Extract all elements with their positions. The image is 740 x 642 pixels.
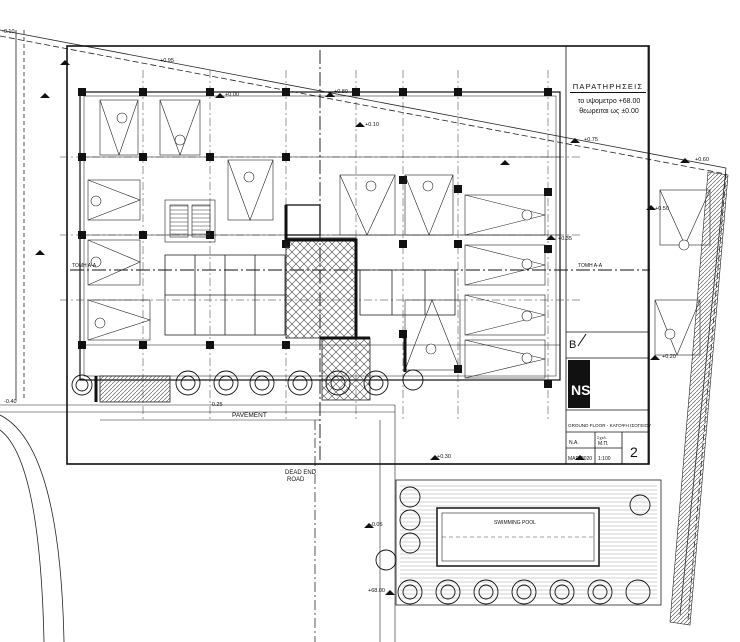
notes-title-underline [570,92,646,93]
thick-walls [94,205,407,402]
drawn-value: Μ.Π. [598,441,609,447]
pavement-lines [0,404,396,642]
level-text: +0.80 [334,89,348,95]
level-text: -0.40 [4,399,17,405]
drawing-frame [66,45,650,465]
date-value: MAP. 2020 [568,456,592,462]
notes-line-1: το υψομετρο +68.00 [577,98,641,105]
level-text: +0.00 [225,92,239,98]
logo-letters: NS [571,382,590,398]
title-block [565,46,649,464]
section-label-right: ΤΟΜΗ Α-Α [578,263,603,269]
swimming-pool-label: SWIMMING POOL [494,520,536,526]
drawing-number: 2 [630,444,638,460]
logo-block [568,360,590,408]
level-text: +0.75 [584,137,598,143]
level-text: +0.10 [365,122,379,128]
storage-units [164,254,456,336]
road-label-line1: DEAD END [285,470,317,476]
level-text: +0.30 [437,454,451,460]
road-label-line2: ROAD [287,477,305,483]
notes-title: ΠΑΡΑΤΗΡΗΣΕΙΣ [572,82,644,91]
level-text: +0.60 [695,157,709,163]
level-text: +0.35 [558,236,572,242]
drawn-label: Σχεδ. [597,435,607,440]
road-curve [0,30,65,642]
level-text: +68.00 [368,588,385,594]
pavement-label: PAVEMENT [232,412,267,419]
checked-value: Ν.Α. [569,440,579,446]
level-text: -0.10 [2,29,15,35]
tree-row-pool [375,486,651,605]
sheet-title: GROUND FLOOR - ΚΑΤΟΨΗ ΙΣΟΓΕΙΟΥ [568,423,651,428]
logo-corner-letter: B [569,339,576,351]
level-labels: +0.95 +0.80 +0.75 +0.60 +0.50 +0.35 +0.2… [2,29,709,594]
notes-line-2: θεωρειται ως ±0.00 [579,108,639,115]
stair-core [164,199,321,243]
level-text: +0.95 [160,58,174,64]
level-text: -0.25 [210,402,223,408]
parking-slot-markers [90,112,690,364]
level-text: -0.05 [370,522,383,528]
parking-bays [87,99,711,379]
level-text: +0.50 [655,206,669,212]
boundary-wall-hatch [669,171,729,626]
tree-row-front [71,369,424,396]
scale-value: 1:100 [598,456,611,462]
level-markers [35,60,690,595]
hatched-zones [99,237,371,403]
section-label-left: ΤΟΜΗ Α-Α [72,263,97,269]
level-text: +0.20 [662,354,676,360]
